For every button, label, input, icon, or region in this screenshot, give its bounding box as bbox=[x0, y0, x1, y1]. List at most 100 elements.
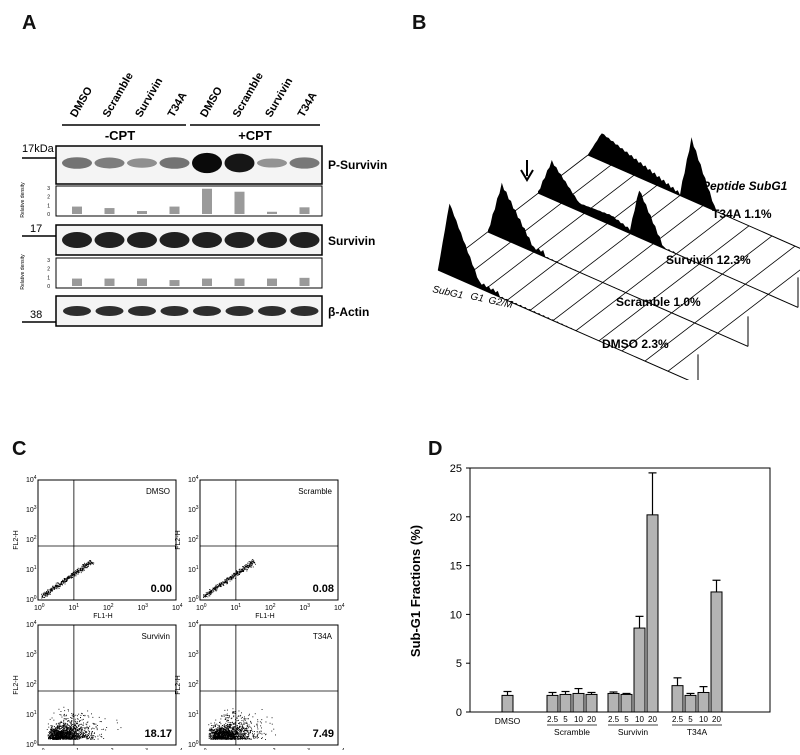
dose-label: 2.5 bbox=[608, 715, 620, 724]
x-tick-label: 100 bbox=[196, 748, 207, 750]
band-label-survivin: Survivin bbox=[328, 234, 375, 248]
density-bar bbox=[104, 208, 115, 214]
flow-plot-value: 18.17 bbox=[144, 728, 172, 740]
lane-label: DMSO bbox=[198, 85, 225, 120]
trace-label: Scramble 1.0% bbox=[616, 295, 701, 309]
lane-label: Scramble bbox=[231, 71, 266, 120]
y-tick-label: 100 bbox=[188, 595, 199, 604]
y-tick-label: 10 bbox=[450, 609, 462, 621]
blot-band bbox=[160, 306, 189, 316]
y-tick-label: 103 bbox=[26, 505, 37, 514]
dose-label: 20 bbox=[587, 715, 596, 724]
bar bbox=[684, 694, 697, 713]
density-bar bbox=[299, 277, 310, 286]
band-label-p-survivin: P-Survivin bbox=[328, 158, 387, 172]
y-tick-label: 20 bbox=[450, 512, 462, 524]
bar bbox=[501, 694, 514, 713]
axis-label-g1: G1 bbox=[469, 291, 484, 305]
density-tick-label: 3 bbox=[47, 186, 50, 192]
density-bar bbox=[72, 278, 82, 286]
y-tick-label: 0 bbox=[456, 707, 462, 719]
density-bar bbox=[234, 191, 245, 214]
dose-label: 5 bbox=[688, 715, 693, 724]
bar bbox=[585, 693, 598, 713]
bar bbox=[671, 685, 684, 713]
density-axis-label-2: Relative density bbox=[20, 254, 26, 290]
histogram-trace bbox=[438, 203, 576, 331]
y-tick-label: 103 bbox=[188, 650, 199, 659]
density-bar bbox=[137, 211, 147, 214]
density-bar bbox=[234, 278, 245, 286]
y-tick-label: 15 bbox=[450, 561, 462, 573]
dose-label: 10 bbox=[699, 715, 708, 724]
blot-band bbox=[63, 306, 91, 316]
x-tick-label: 102 bbox=[103, 748, 114, 750]
density-tick-label: 2 bbox=[47, 195, 50, 201]
density-bar bbox=[299, 207, 310, 214]
bar bbox=[620, 693, 633, 713]
x-tick-label: 101 bbox=[231, 603, 242, 612]
dose-label: 10 bbox=[635, 715, 644, 724]
density-tick-label: 3 bbox=[47, 258, 50, 264]
y-tick-label: 100 bbox=[26, 740, 37, 749]
density-bar bbox=[202, 188, 212, 214]
bar bbox=[646, 514, 659, 713]
lane-label: DMSO bbox=[68, 85, 95, 120]
blot-band bbox=[159, 157, 190, 169]
blot-beta-actin bbox=[55, 295, 323, 327]
y-tick-label: 104 bbox=[188, 620, 199, 629]
dose-label: 5 bbox=[563, 715, 568, 724]
blot-band bbox=[225, 306, 254, 316]
y-tick-label: 104 bbox=[26, 620, 37, 629]
mw-label-top: 17kDa bbox=[22, 143, 55, 155]
x-tick-label: 104 bbox=[172, 748, 183, 750]
group-label: Scramble bbox=[554, 727, 590, 737]
panel-b-histogram-stack: Peptide SubG1 T34A 1.1%Survivin 12.3%Scr… bbox=[431, 133, 800, 380]
x-tick-label: 104 bbox=[172, 603, 183, 612]
flow-plot-dmso: DMSO0.00100100101101102102103103104104FL… bbox=[13, 475, 183, 620]
blot-band bbox=[192, 152, 222, 174]
band-label-beta-actin: β-Actin bbox=[328, 305, 369, 319]
blot-survivin bbox=[55, 224, 323, 256]
y-tick-label: 102 bbox=[188, 535, 199, 544]
flow-plot-t34a: T34A7.49100100101101102102103103104104FL… bbox=[175, 620, 345, 750]
y-tick-label: 5 bbox=[456, 658, 462, 670]
blot-band bbox=[257, 232, 287, 248]
x-tick-label: 104 bbox=[334, 748, 345, 750]
y-tick-label: 104 bbox=[188, 475, 199, 484]
y-tick-label: 102 bbox=[26, 680, 37, 689]
y-axis-label: FL2-H bbox=[175, 530, 182, 549]
histogram-trace bbox=[588, 133, 726, 216]
density-chart-p-survivin bbox=[55, 185, 323, 217]
blot-band bbox=[193, 306, 221, 316]
plot-frame bbox=[469, 467, 771, 713]
blot-band bbox=[258, 306, 286, 316]
bar bbox=[546, 694, 559, 713]
panel-c-flow-plots: DMSO0.00100100101101102102103103104104FL… bbox=[13, 475, 345, 750]
trace-label: T34A 1.1% bbox=[712, 207, 772, 221]
blot-band bbox=[94, 232, 125, 248]
x-axis-label: FL1-H bbox=[255, 613, 274, 620]
y-axis-label: FL2-H bbox=[13, 530, 20, 549]
density-bar bbox=[104, 278, 115, 286]
flow-plot-name: Survivin bbox=[142, 632, 170, 641]
flow-plot-value: 7.49 bbox=[313, 728, 334, 740]
x-tick-label: 100 bbox=[196, 603, 207, 612]
x-tick-label: 102 bbox=[265, 748, 276, 750]
density-tick-label: 0 bbox=[47, 284, 50, 290]
mw-label-mid: 17 bbox=[30, 223, 42, 235]
y-tick-label: 102 bbox=[188, 680, 199, 689]
x-tick-label: 103 bbox=[300, 603, 311, 612]
axis-label-g2m: G2/M bbox=[487, 295, 514, 311]
blot-band bbox=[95, 306, 124, 316]
density-bar bbox=[267, 211, 277, 214]
blot-band bbox=[159, 232, 190, 248]
bar bbox=[607, 692, 620, 713]
x-tick-label: 102 bbox=[265, 603, 276, 612]
bar bbox=[697, 691, 710, 713]
x-tick-label: 103 bbox=[138, 748, 149, 750]
x-tick-label: 101 bbox=[231, 748, 242, 750]
dose-label: 2.5 bbox=[547, 715, 559, 724]
lane-label: Survivin bbox=[133, 76, 165, 120]
